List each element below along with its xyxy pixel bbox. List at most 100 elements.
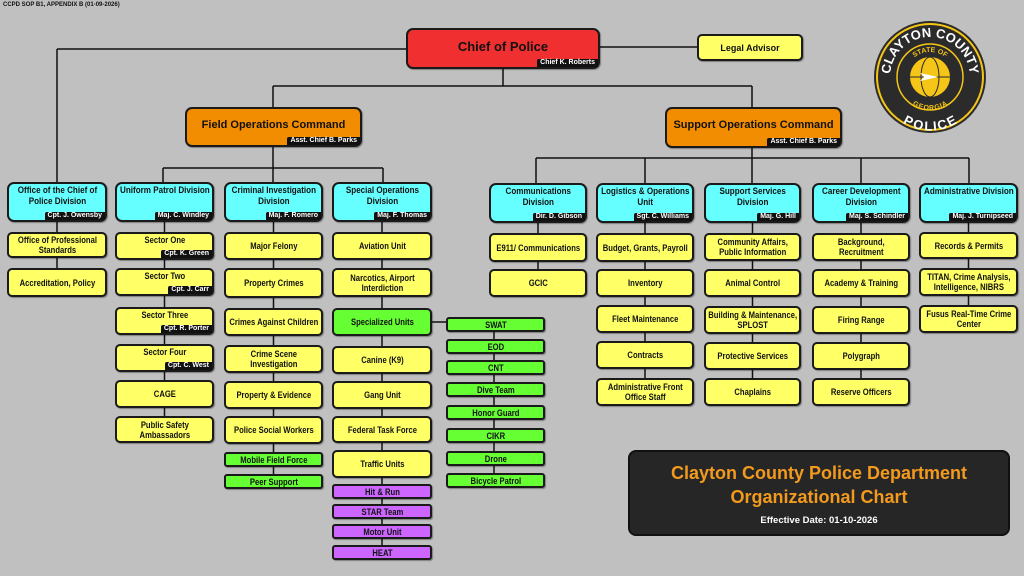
unit-box-fusus-real-time-crime-center: Fusus Real-Time Crime Center	[919, 305, 1018, 333]
specialized-unit-box-cikr: CIKR	[446, 428, 545, 443]
unit-box-firing-range: Firing Range	[812, 306, 910, 334]
command-leader: Asst. Chief B. Parks	[767, 138, 840, 146]
unit-label: Aviation Unit	[358, 241, 406, 251]
unit-label: Inventory	[627, 278, 663, 288]
unit-box-gcic: GCIC	[489, 269, 587, 297]
division-title: Logistics & Operations Unit	[600, 186, 690, 208]
unit-label: Building & Maintenance, SPLOST	[708, 310, 797, 330]
division-leader: Maj. F. Romero	[265, 212, 321, 220]
unit-label: Reserve Officers	[830, 387, 892, 397]
unit-label: Chaplains	[734, 387, 771, 397]
unit-box-crime-scene-investigation: Crime Scene Investigation	[224, 345, 323, 373]
unit-box-community-affairs-public-information: Community Affairs, Public Information	[704, 233, 801, 261]
unit-label: Narcotics, Airport Interdiction	[349, 272, 415, 293]
unit-label: Sector Two	[144, 271, 185, 281]
unit-label: Fusus Real-Time Crime Center	[926, 309, 1011, 329]
unit-box-federal-task-force: Federal Task Force	[332, 416, 432, 443]
unit-box-polygraph: Polygraph	[812, 342, 910, 370]
specialized-unit-box-dive-team: Dive Team	[446, 382, 545, 397]
division-leader: Maj. C. Windley	[154, 212, 212, 220]
svg-text:POLICE: POLICE	[901, 112, 959, 134]
unit-label: STAR Team	[361, 506, 403, 517]
division-title: Special Operations Division	[345, 185, 419, 207]
unit-box-property-crimes: Property Crimes	[224, 268, 323, 298]
unit-label: Sector One	[144, 235, 185, 245]
unit-label: Firing Range	[837, 315, 885, 325]
unit-box-peer-support: Peer Support	[224, 474, 323, 489]
unit-label: Motor Unit	[362, 526, 402, 537]
unit-box-background-recruitment: Background, Recruitment	[812, 233, 910, 261]
unit-box-building-maintenance-splost: Building & Maintenance, SPLOST	[704, 306, 801, 334]
legal-advisor-label: Legal Advisor	[720, 42, 780, 53]
unit-box-administrative-front-office-staff: Administrative Front Office Staff	[596, 378, 694, 406]
unit-box-accreditation-policy: Accreditation, Policy	[7, 268, 107, 297]
unit-label: Hit & Run	[364, 486, 400, 497]
unit-label: Budget, Grants, Payroll	[602, 242, 688, 253]
title-line-2: Organizational Chart	[730, 487, 908, 507]
unit-label: Property & Evidence	[236, 390, 311, 400]
specialized-unit-box-eod: EOD	[446, 339, 545, 354]
division-leader: Maj. J. Turnipseed	[949, 213, 1016, 221]
unit-box-crimes-against-children: Crimes Against Children	[224, 308, 323, 336]
division-title: Office of the Chief of Police Division	[17, 185, 97, 207]
unit-box-titan-crime-analysis-intelligence-nibrs: TITAN, Crime Analysis, Intelligence, NIB…	[919, 268, 1018, 296]
unit-label: Contracts	[627, 350, 663, 360]
unit-label: Animal Control	[725, 278, 780, 288]
specialized-unit-box-cnt: CNT	[446, 360, 545, 375]
division-leader: Maj. F. Thomas	[374, 212, 430, 220]
unit-label: Sector Three	[141, 310, 188, 320]
legal-advisor-box: Legal Advisor	[697, 34, 803, 61]
unit-label: Office of Professional Standards	[17, 235, 97, 255]
unit-label: Background, Recruitment	[837, 237, 885, 257]
division-title: Communications Division	[505, 186, 571, 208]
clayton-county-police-logo: CLAYTON COUNTY POLICE STATE OF GEORGIA	[874, 21, 986, 134]
unit-label: Community Affairs, Public Information	[717, 237, 788, 257]
unit-label: Records & Permits	[934, 240, 1003, 251]
unit-label: Gang Unit	[363, 390, 401, 400]
unit-label: Protective Services	[717, 351, 788, 361]
support-operations-command-box: Support Operations Command Asst. Chief B…	[665, 107, 842, 148]
unit-leader: Cpt. J. Carr	[168, 286, 212, 294]
division-leader: Dir. D. Gibson	[532, 213, 585, 221]
unit-box-academy-training: Academy & Training	[812, 269, 910, 297]
unit-label: Mobile Field Force	[239, 454, 308, 465]
unit-box-hit-run: Hit & Run	[332, 484, 432, 499]
specialized-unit-box-honor-guard: Honor Guard	[446, 405, 545, 420]
specialized-unit-box-swat: SWAT	[446, 317, 545, 332]
unit-box-contracts: Contracts	[596, 341, 694, 369]
unit-box-property-evidence: Property & Evidence	[224, 381, 323, 409]
division-title: Criminal Investigation Division	[231, 185, 316, 207]
document-reference: CCPD SOP B1, APPENDIX B (01-09-2026)	[3, 2, 120, 8]
unit-box-aviation-unit: Aviation Unit	[332, 232, 432, 260]
unit-box-records-permits: Records & Permits	[919, 232, 1018, 259]
unit-label: Sector Four	[143, 347, 186, 357]
unit-box-heat: HEAT	[332, 545, 432, 560]
title-line-1: Clayton County Police Department	[670, 463, 968, 483]
unit-box-canine-k9: Canine (K9)	[332, 346, 432, 374]
unit-label: HEAT	[371, 547, 393, 558]
unit-label: Federal Task Force	[347, 424, 417, 435]
unit-label: Property Crimes	[243, 278, 304, 288]
unit-box-traffic-units: Traffic Units	[332, 450, 432, 478]
unit-box-fleet-maintenance: Fleet Maintenance	[596, 305, 694, 333]
specialized-unit-label: SWAT	[484, 319, 507, 330]
svg-text:GEORGIA: GEORGIA	[911, 100, 948, 112]
unit-leader: Cpt. R. Porter	[160, 325, 212, 333]
unit-label: Crime Scene Investigation	[249, 349, 298, 369]
unit-label: Fleet Maintenance	[611, 314, 679, 324]
division-title: Career Development Division	[821, 186, 901, 208]
unit-box-public-safety-ambassadors: Public Safety Ambassadors	[115, 416, 214, 443]
unit-box-cage: CAGE	[115, 380, 214, 408]
unit-label: Traffic Units	[359, 459, 405, 469]
unit-label: Academy & Training	[824, 278, 898, 288]
specialized-unit-label: Bicycle Patrol	[470, 475, 521, 486]
specialized-unit-box-bicycle-patrol: Bicycle Patrol	[446, 473, 545, 488]
